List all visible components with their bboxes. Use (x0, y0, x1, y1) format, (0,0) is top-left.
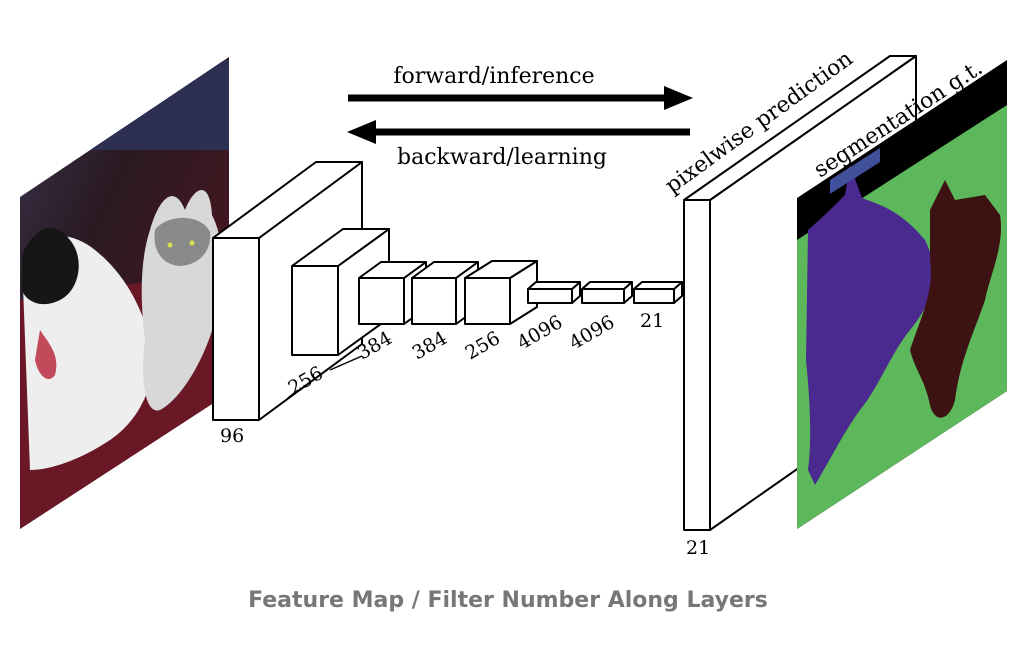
backward-arrow-label: backward/learning (397, 145, 607, 170)
layer-label-conv1: 96 (220, 425, 244, 447)
layer-label-fc7: 4096 (566, 311, 619, 354)
gt-frame-region (830, 148, 880, 194)
layer-box-conv5 (464, 260, 538, 325)
layer-box-fc8 (633, 281, 683, 304)
gt-dog-region (806, 165, 934, 485)
layer-label-conv4: 384 (409, 327, 451, 364)
layer-label-fc8: 21 (640, 310, 664, 332)
gt-cat-region (910, 180, 1002, 418)
input-photo (20, 57, 229, 529)
layer-label-conv5: 256 (462, 327, 504, 364)
layer-box-fc7 (581, 281, 633, 304)
backward-arrow (347, 120, 690, 144)
layer-box-fc6 (527, 281, 581, 304)
forward-arrow (348, 86, 693, 110)
forward-arrow-label: forward/inference (393, 64, 594, 89)
prediction-label: 21 (686, 537, 710, 559)
figure-caption: Feature Map / Filter Number Along Layers (248, 588, 768, 613)
segmentation-ground-truth (797, 60, 1007, 529)
